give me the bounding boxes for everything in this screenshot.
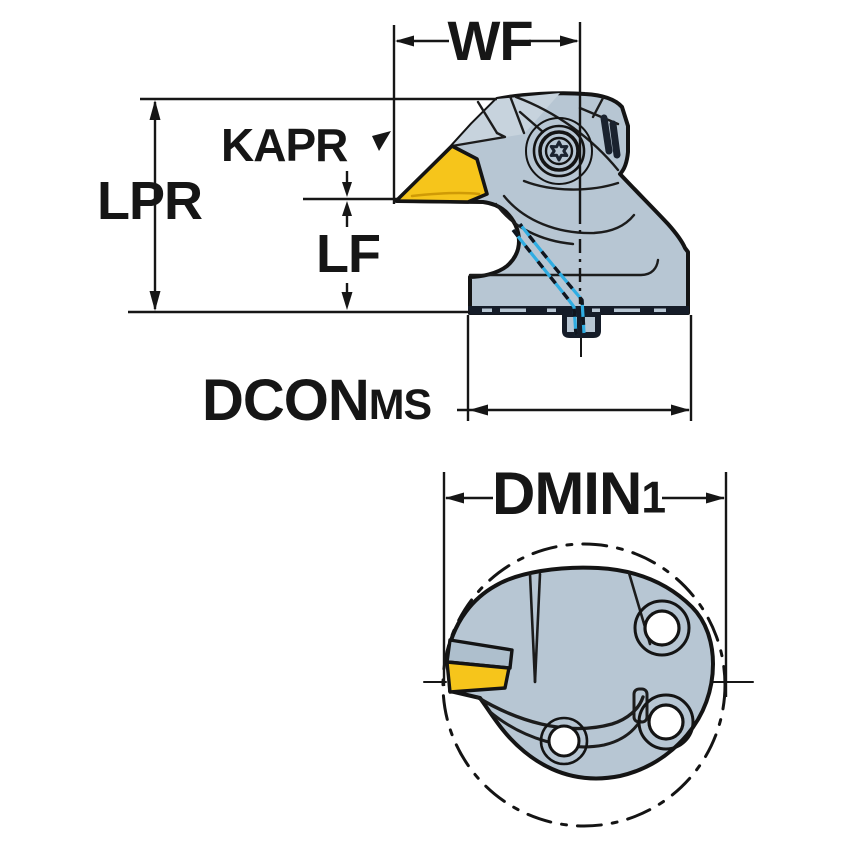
- coolant-duct: [511, 222, 586, 336]
- dmin-subscript: 1: [641, 473, 666, 523]
- side-view-tool: [394, 91, 690, 338]
- dcon-subscript: MS: [368, 381, 432, 430]
- clamp-screw: [525, 117, 593, 185]
- lf-arrow-bottom: [341, 292, 353, 310]
- dmin-arrow-left: [445, 492, 464, 504]
- lf-arrow-tip-up: [342, 201, 352, 216]
- lpr-arrow-down: [149, 291, 161, 311]
- lf-arrow-tip-down: [342, 182, 352, 197]
- dimension-arrowheads: [149, 35, 725, 504]
- cutting-insert-front: [445, 638, 514, 694]
- lf-label: LF: [316, 224, 381, 284]
- torx-icon: [549, 140, 569, 162]
- clamp-slots: [600, 114, 621, 159]
- lpr-label: LPR: [97, 171, 203, 231]
- dcon-arrow-left: [469, 404, 488, 416]
- kapr-arrow: [372, 131, 391, 151]
- tool-facet-highlight: [452, 93, 560, 146]
- front-holes: [539, 599, 695, 766]
- dmin-base: DMIN: [492, 460, 642, 527]
- cutting-insert-side: [394, 144, 489, 204]
- dcon-base: DCON: [202, 368, 370, 433]
- coupling-pin: [562, 314, 601, 338]
- lpr-arrow-up: [149, 100, 161, 120]
- wf-arrow-left: [395, 35, 414, 47]
- wf-label: WF: [447, 9, 533, 72]
- wf-arrow-right: [560, 35, 579, 47]
- front-view-tool: [423, 542, 754, 828]
- dmin-arrow-right: [706, 492, 725, 504]
- flange-contact-band: [468, 306, 689, 315]
- insert-facet-line: [410, 191, 481, 198]
- front-internal-lines: [475, 571, 652, 749]
- dcon-arrow-right: [671, 404, 690, 416]
- kapr-label: KAPR: [221, 119, 348, 171]
- dimension-lines: [128, 22, 728, 697]
